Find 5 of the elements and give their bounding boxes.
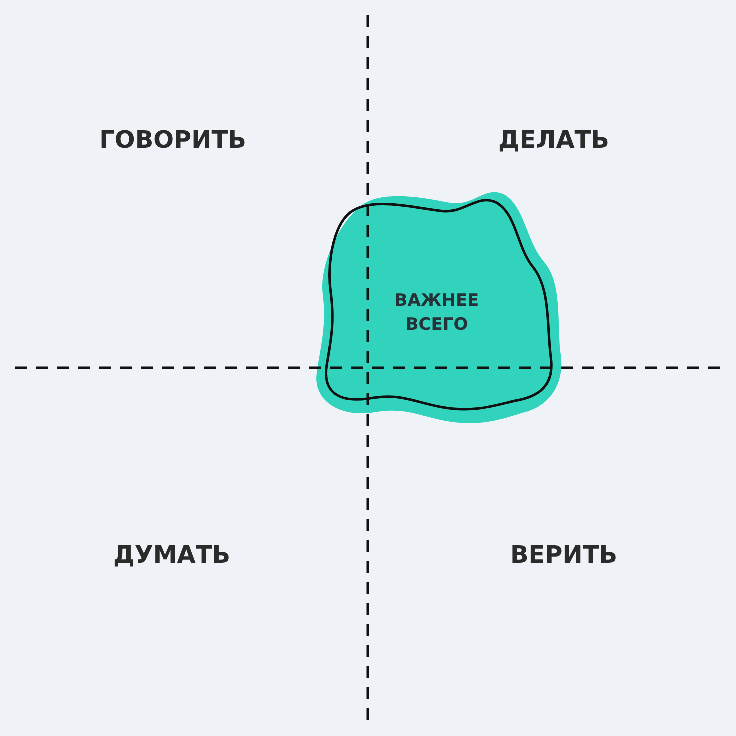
quadrant-label: ДЕЛАТЬ	[498, 126, 610, 154]
quadrant-label: ДУМАТЬ	[114, 541, 230, 569]
quadrant-label: ВЕРИТЬ	[510, 541, 618, 569]
quadrant-label: ГОВОРИТЬ	[100, 126, 246, 154]
blob-label: ВАЖНЕЕ ВСЕГО	[394, 290, 480, 337]
